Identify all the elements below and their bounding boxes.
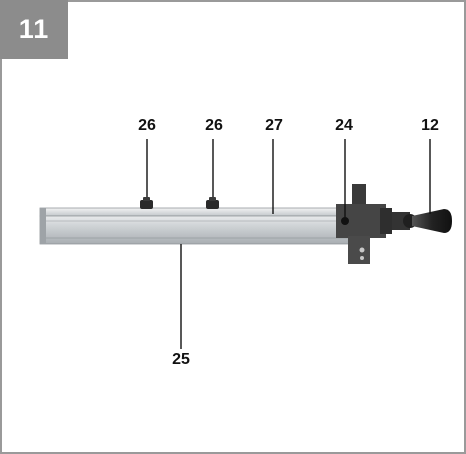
locking-knob-left bbox=[140, 197, 153, 209]
callout-26-left: 26 bbox=[138, 117, 156, 134]
callout-27: 27 bbox=[265, 117, 283, 134]
callout-24: 24 bbox=[335, 117, 353, 134]
locking-knob-right bbox=[206, 197, 219, 209]
figure-number-badge: 11 bbox=[0, 0, 68, 59]
leader-lines bbox=[146, 139, 431, 349]
fence-rail bbox=[39, 207, 353, 245]
callout-12: 12 bbox=[421, 117, 439, 134]
locking-handle bbox=[392, 209, 452, 233]
callout-26-right: 26 bbox=[205, 117, 223, 134]
callout-25: 25 bbox=[172, 351, 190, 368]
